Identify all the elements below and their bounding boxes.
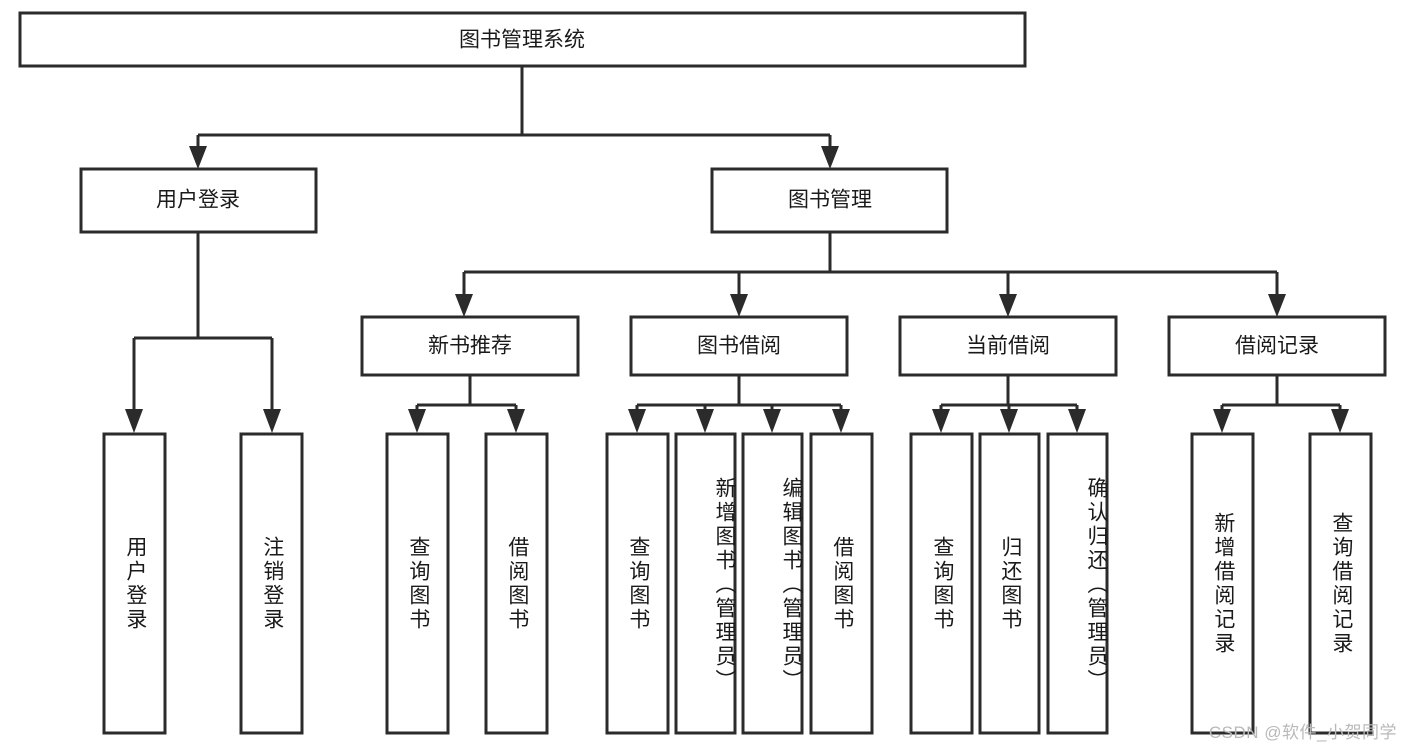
csdn-watermark: CSDN @软件_小贺同学 [1208,723,1397,742]
node-borrow-record-label: 借阅记录 [1235,335,1319,358]
arrow-head-leaf-query-book-2 [628,409,646,433]
node-book-management[interactable]: 图书管理 [710,167,949,234]
arrow-head-leaf-borrow-book-1 [507,409,525,433]
arrow-head-current-borrow [999,294,1017,317]
node-current-borrow-label: 当前借阅 [966,335,1050,358]
node-new-book-recommend[interactable]: 新书推荐 [360,315,580,377]
leaf-box-query-book-1[interactable] [385,432,450,735]
node-current-borrow-box[interactable] [898,315,1118,377]
leaf-box-query-book-3[interactable] [909,432,974,735]
leaf-box-edit-book-admin[interactable] [741,432,804,735]
node-user-login-box[interactable] [79,167,318,234]
arrow-head-book-management [821,146,839,169]
node-new-book-recommend-label: 新书推荐 [428,335,512,358]
node-title-label: 图书管理系统 [459,29,585,52]
leaf-box-user-login[interactable] [102,432,167,735]
leaf-box-logout-login[interactable] [239,432,304,735]
arrow-head-leaf-query-book-3 [932,409,950,433]
arrow-head-new-book-recommend [455,294,473,317]
leaf-box-add-borrow-record[interactable] [1190,432,1255,735]
arrow-head-user-login [189,146,207,169]
leaf-box-return-book[interactable] [978,432,1041,735]
arrow-head-borrow-record [1268,294,1286,317]
leaf-box-layer [102,432,1373,735]
leaf-box-confirm-return-admin[interactable] [1046,432,1109,735]
arrow-head-leaf-add-book-admin [696,409,714,433]
node-book-management-box[interactable] [710,167,949,234]
leaf-box-query-borrow-record[interactable] [1308,432,1373,735]
leaf-box-borrow-book-1[interactable] [484,432,549,735]
arrow-head-leaf-return-book [1000,409,1018,433]
node-user-login-label: 用户登录 [156,189,240,212]
leaf-box-query-book-2[interactable] [605,432,670,735]
arrow-head-leaf-add-borrow-record [1213,409,1231,433]
node-title[interactable]: 图书管理系统 [18,11,1027,68]
arrow-head-leaf-confirm-return-admin [1068,409,1086,433]
arrow-head-leaf-edit-book-admin [763,409,781,433]
node-user-login[interactable]: 用户登录 [79,167,318,234]
arrow-head-leaf-borrow-book-2 [832,409,850,433]
arrow-head-leaf-user-login [125,409,143,433]
arrow-head-leaf-query-borrow-record [1331,409,1349,433]
arrow-head-book-borrow [730,294,748,317]
node-book-borrow-box[interactable] [629,315,849,377]
arrow-head-leaf-query-book-1 [408,409,426,433]
node-borrow-record-box[interactable] [1167,315,1387,377]
node-title-box[interactable] [18,11,1027,68]
node-borrow-record[interactable]: 借阅记录 [1167,315,1387,377]
node-book-borrow-label: 图书借阅 [697,335,781,358]
node-current-borrow[interactable]: 当前借阅 [898,315,1118,377]
arrow-head-leaf-logout-login [263,409,281,433]
node-book-borrow[interactable]: 图书借阅 [629,315,849,377]
connector-layer [125,66,1349,433]
leaf-box-borrow-book-2[interactable] [809,432,874,735]
node-new-book-recommend-box[interactable] [360,315,580,377]
node-book-management-label: 图书管理 [788,189,872,212]
leaf-box-add-book-admin[interactable] [674,432,737,735]
